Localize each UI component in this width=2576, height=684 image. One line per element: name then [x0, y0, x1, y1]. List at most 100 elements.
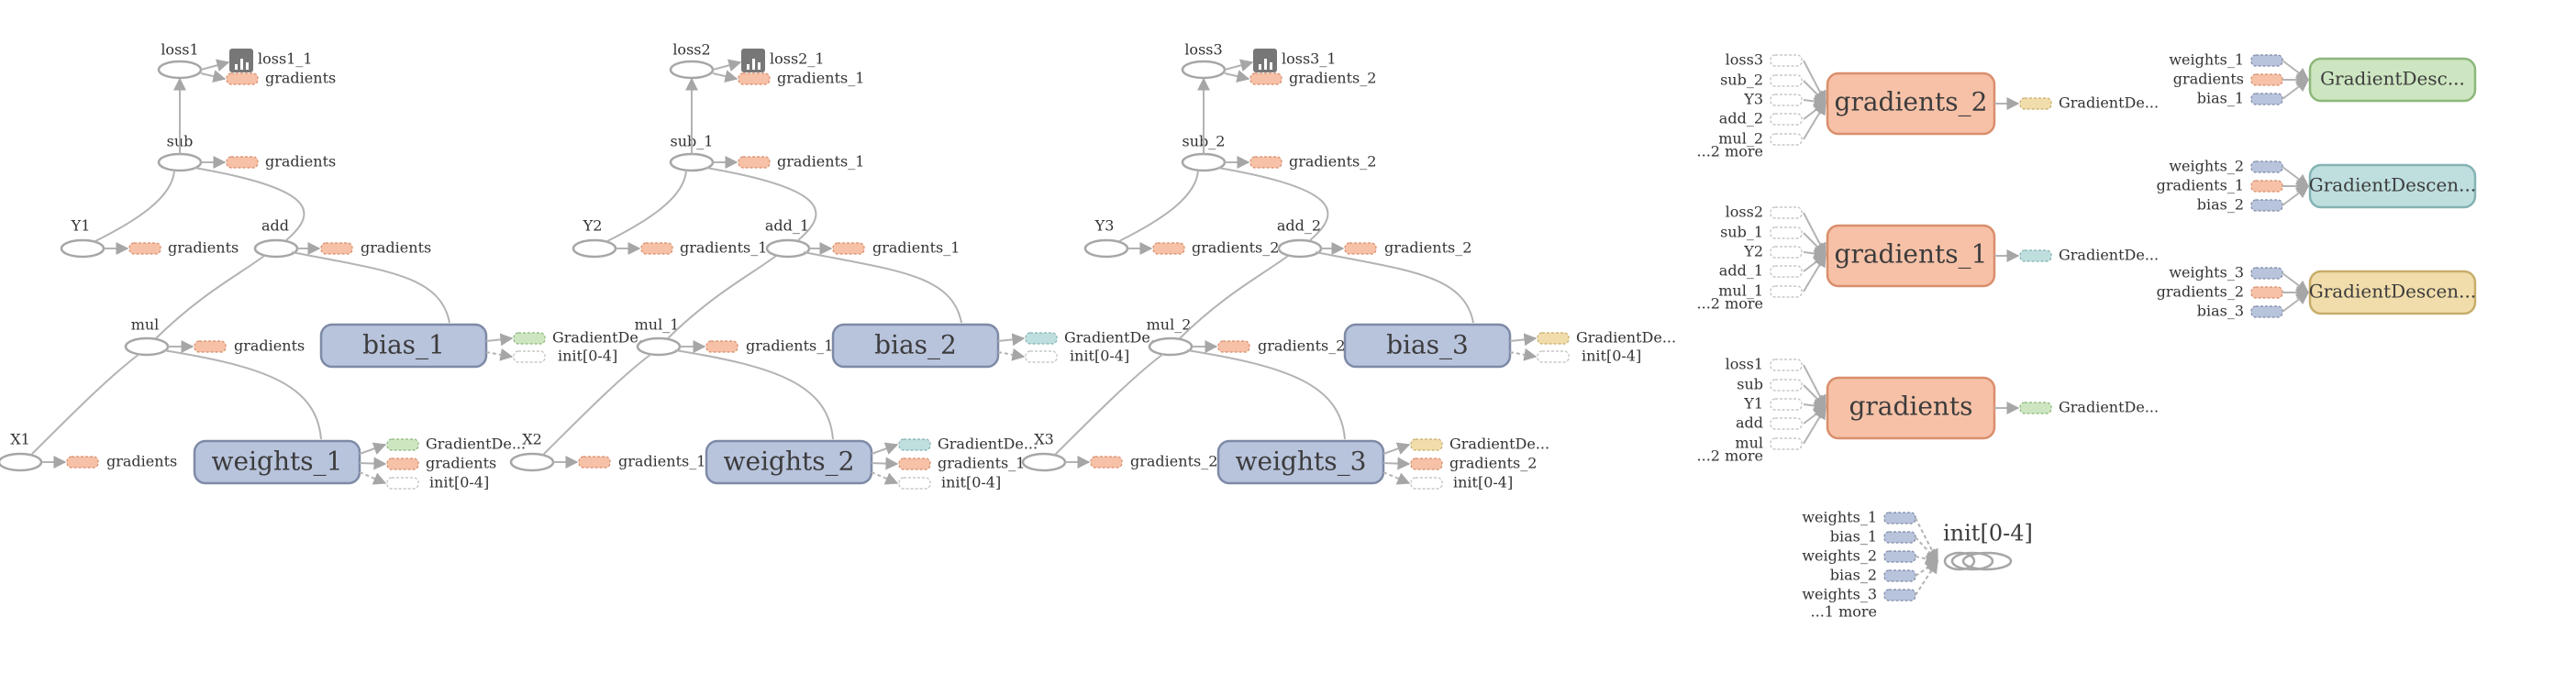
loss-grad-chip[interactable]: [738, 72, 771, 85]
weights-out-grad-label: gradients: [426, 455, 496, 472]
weights-variable-node[interactable]: [193, 439, 361, 485]
bias-out-init-chip[interactable]: [513, 350, 546, 363]
weights-out-optimizer-chip[interactable]: [898, 438, 931, 451]
input-chip-Y2[interactable]: [1770, 246, 1803, 259]
weights-out-init-chip[interactable]: [1410, 477, 1443, 490]
bias-variable-node[interactable]: [831, 323, 1000, 369]
init-input-chip-weights_2[interactable]: [1883, 550, 1916, 563]
loss-grad-label: gradients_1: [777, 70, 864, 87]
optimizer-input-chip[interactable]: [2250, 180, 2283, 193]
optimizer-3: weights_3gradients_2bias_3GradientDescen…: [2157, 264, 2477, 320]
add-grad-chip[interactable]: [1344, 242, 1377, 255]
optimizer-input-chip[interactable]: [2250, 73, 2283, 86]
x-node[interactable]: [509, 452, 555, 472]
bias-variable-node[interactable]: [1343, 323, 1512, 369]
weights-variable-node[interactable]: [705, 439, 873, 485]
bias-out-init-chip[interactable]: [1025, 350, 1058, 363]
optimizer-input-chip[interactable]: [2250, 54, 2283, 67]
input-chip-sub_2[interactable]: [1770, 74, 1803, 87]
x-grad-chip[interactable]: [578, 456, 611, 469]
input-chip-Y3[interactable]: [1770, 94, 1803, 106]
sub-grad-chip[interactable]: [738, 156, 771, 169]
gradient-group-output-chip[interactable]: [2019, 97, 2052, 110]
init-op-stack[interactable]: [1961, 551, 2013, 571]
input-chip-loss2[interactable]: [1770, 206, 1803, 219]
input-chip-mul[interactable]: [1770, 437, 1803, 450]
x-grad-chip[interactable]: [66, 456, 99, 469]
weights-out-optimizer-chip[interactable]: [386, 438, 419, 451]
weights-out-grad-chip[interactable]: [386, 458, 419, 470]
add-grad-chip[interactable]: [832, 242, 865, 255]
gradient-group-output-chip[interactable]: [2019, 249, 2052, 262]
init-input-chip-weights_1[interactable]: [1883, 512, 1916, 524]
input-chip-add_1[interactable]: [1770, 265, 1803, 278]
mul-grad-chip[interactable]: [1217, 340, 1250, 353]
optimizer-node[interactable]: [2308, 163, 2477, 209]
input-chip-sub_1[interactable]: [1770, 226, 1803, 239]
optimizer-input-chip[interactable]: [2250, 93, 2283, 105]
optimizer-input-chip[interactable]: [2250, 267, 2283, 280]
y-node[interactable]: [1083, 238, 1129, 259]
weights-out-init-chip[interactable]: [386, 477, 419, 490]
sub-grad-chip[interactable]: [1249, 156, 1282, 169]
sub-grad-chip[interactable]: [226, 156, 259, 169]
add-node[interactable]: [1277, 238, 1323, 259]
init-input-chip-weights_3[interactable]: [1883, 589, 1916, 601]
y-grad-chip[interactable]: [1152, 242, 1185, 255]
x-grad-label: gradients_2: [1130, 453, 1217, 470]
x-node[interactable]: [0, 452, 43, 472]
optimizer-input-chip[interactable]: [2250, 305, 2283, 318]
x-node[interactable]: [1021, 452, 1067, 472]
add-grad-chip[interactable]: [320, 242, 353, 255]
init-input-chip-bias_1[interactable]: [1883, 531, 1916, 544]
weights-out-init-chip[interactable]: [898, 477, 931, 490]
optimizer-input-label: gradients_1: [2157, 177, 2244, 194]
input-chip-Y1[interactable]: [1770, 398, 1803, 411]
optimizer-input-chip[interactable]: [2250, 160, 2283, 173]
init-op-stack[interactable]: [1943, 551, 1976, 571]
bias-out-optimizer-chip[interactable]: [513, 332, 546, 345]
bias-variable-node[interactable]: [319, 323, 488, 369]
optimizer-node[interactable]: [2308, 270, 2477, 315]
add-node[interactable]: [253, 238, 299, 259]
y-node[interactable]: [572, 238, 617, 259]
weights-out-optimizer-chip[interactable]: [1410, 438, 1443, 451]
input-chip-loss3[interactable]: [1770, 54, 1803, 67]
input-chip-mul_2[interactable]: [1770, 133, 1803, 146]
edge-bias-optimizer: [485, 333, 514, 347]
weights-out-grad-chip[interactable]: [1410, 458, 1443, 470]
mul-node[interactable]: [636, 336, 682, 357]
input-chip-mul_1[interactable]: [1770, 285, 1803, 298]
add-node[interactable]: [765, 238, 811, 259]
input-chip-loss1[interactable]: [1770, 359, 1803, 371]
loss-node[interactable]: [157, 60, 203, 80]
y-node[interactable]: [60, 238, 105, 259]
mul-node[interactable]: [1148, 336, 1194, 357]
input-chip-sub[interactable]: [1770, 379, 1803, 392]
x-grad-chip[interactable]: [1090, 456, 1123, 469]
init-input-chip-bias_2[interactable]: [1883, 569, 1916, 582]
y-grad-chip[interactable]: [128, 242, 161, 255]
input-chip-add_2[interactable]: [1770, 113, 1803, 126]
loss-node[interactable]: [669, 60, 715, 80]
optimizer-node[interactable]: [2308, 57, 2477, 103]
loss-grad-chip[interactable]: [226, 72, 259, 85]
mul-grad-chip[interactable]: [705, 340, 738, 353]
gradient-group-output-chip[interactable]: [2019, 402, 2052, 414]
input-chip-add[interactable]: [1770, 417, 1803, 430]
weights-variable-node[interactable]: [1216, 439, 1385, 485]
optimizer-input-chip[interactable]: [2250, 286, 2283, 299]
bias-out-optimizer-chip[interactable]: [1025, 332, 1058, 345]
bias-out-init-chip[interactable]: [1537, 350, 1570, 363]
loss-node[interactable]: [1181, 60, 1227, 80]
init-op-stack[interactable]: [1950, 551, 1994, 571]
mul-node[interactable]: [124, 336, 170, 357]
bias-out-optimizer-chip[interactable]: [1537, 332, 1570, 345]
edge-x-mul: [30, 353, 140, 456]
weights-out-grad-chip[interactable]: [898, 458, 931, 470]
y-grad-chip[interactable]: [640, 242, 673, 255]
loss-grad-chip[interactable]: [1249, 72, 1282, 85]
mul-grad-chip[interactable]: [194, 340, 227, 353]
optimizer-input-chip[interactable]: [2250, 199, 2283, 212]
